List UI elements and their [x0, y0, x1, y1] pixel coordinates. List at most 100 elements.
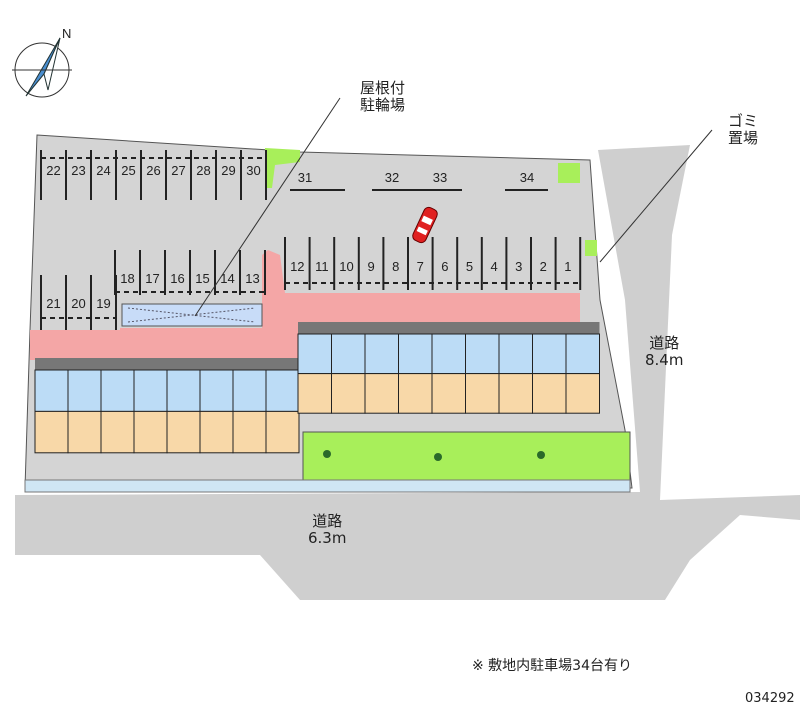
balcony: [233, 358, 266, 370]
tree-icon: [323, 450, 331, 458]
balcony: [167, 358, 200, 370]
bike-parking-leader-line: [194, 97, 341, 317]
unit-upper: [431, 333, 466, 375]
unit-lower: [498, 373, 533, 414]
bike-shelter-markings: [127, 307, 256, 323]
unit-lower: [465, 373, 500, 414]
parking-space-number: 4: [490, 259, 497, 274]
parking-space-number: 26: [146, 163, 160, 178]
balcony: [298, 322, 332, 334]
parking-space-number: 12: [290, 259, 304, 274]
balcony: [266, 358, 299, 370]
unit-upper: [364, 333, 399, 375]
unit-lower: [199, 410, 234, 454]
parking-space-number: 8: [392, 259, 399, 274]
balcony: [101, 358, 134, 370]
balcony: [134, 358, 167, 370]
parking-space-number: 2: [540, 259, 547, 274]
road-right-label: 道路 8.4m: [645, 335, 683, 369]
parking-space-number: 31: [298, 170, 312, 185]
covered-bike-parking-label: 屋根付 駐輪場: [360, 80, 405, 114]
unit-lower: [34, 410, 69, 454]
unit-upper: [297, 333, 332, 375]
unit-lower: [398, 373, 433, 414]
unit-upper: [166, 369, 201, 412]
balcony: [398, 322, 432, 334]
unit-lower: [166, 410, 201, 454]
balcony: [200, 358, 233, 370]
garbage-area-leader-line: [599, 129, 713, 263]
parking-space-number: 29: [221, 163, 235, 178]
unit-upper: [565, 333, 600, 375]
unit-lower: [67, 410, 102, 454]
unit-upper: [34, 369, 69, 412]
road-name: 道路: [649, 334, 680, 352]
balcony: [365, 322, 399, 334]
balcony: [566, 322, 600, 334]
parking-space-number: 7: [417, 259, 424, 274]
parking-space-number: 21: [46, 296, 60, 311]
label-line: 置場: [728, 129, 759, 147]
balcony: [35, 358, 68, 370]
green-area-top: [265, 148, 300, 188]
green-area-right: [585, 240, 597, 256]
unit-upper: [532, 333, 567, 375]
road-name: 道路: [312, 512, 343, 530]
balcony: [465, 322, 499, 334]
label-line: 屋根付: [360, 79, 406, 97]
parking-space-number: 13: [245, 271, 259, 286]
parking-space-number: 19: [96, 296, 110, 311]
unit-lower: [297, 373, 332, 414]
compass-icon: [12, 37, 72, 98]
parking-space-number: 20: [71, 296, 85, 311]
road-width: 8.4m: [645, 351, 684, 369]
parking-space-number: 22: [46, 163, 60, 178]
label-line: ゴミ: [728, 112, 759, 130]
green-strip: [302, 431, 631, 487]
parking-space-number: 24: [96, 163, 110, 178]
road-width: 6.3m: [308, 529, 347, 547]
parking-space-number: 10: [339, 259, 353, 274]
car-icon: [412, 206, 438, 244]
unit-upper: [232, 369, 267, 412]
unit-lower: [532, 373, 567, 414]
property-code: 034292: [745, 691, 795, 706]
unit-upper: [498, 333, 533, 375]
unit-lower: [565, 373, 600, 414]
sidewalk: [24, 479, 631, 493]
parking-space-number: 17: [145, 271, 159, 286]
unit-upper: [398, 333, 433, 375]
parking-space-number: 11: [315, 259, 329, 274]
unit-lower: [431, 373, 466, 414]
unit-lower: [265, 410, 300, 454]
parking-space-number: 18: [120, 271, 134, 286]
tree-icon: [537, 451, 545, 459]
parking-space-number: 1: [564, 259, 571, 274]
tree-icon: [434, 453, 442, 461]
unit-lower: [364, 373, 399, 414]
compass-north-label: N: [62, 26, 71, 41]
unit-upper: [465, 333, 500, 375]
road-bottom-label: 道路 6.3m: [308, 513, 346, 547]
apartment-buildings: [34, 322, 600, 454]
unit-lower: [232, 410, 267, 454]
parking-space-number: 23: [71, 163, 85, 178]
green-area-top-right: [558, 163, 580, 183]
parking-space-number: 28: [196, 163, 210, 178]
balcony: [432, 322, 466, 334]
unit-lower: [133, 410, 168, 454]
unit-upper: [331, 333, 366, 375]
parking-space-number: 33: [433, 170, 447, 185]
drive-aisle: [30, 250, 580, 360]
parking-space-number: 32: [385, 170, 399, 185]
road-right: [15, 145, 800, 600]
balcony: [532, 322, 566, 334]
parking-space-number: 14: [220, 271, 234, 286]
parking-note: ※ 敷地内駐車場34台有り: [472, 658, 632, 674]
parking-space-number: 5: [466, 259, 473, 274]
unit-upper: [67, 369, 102, 412]
balcony: [331, 322, 365, 334]
unit-lower: [331, 373, 366, 414]
parking-space-number: 15: [195, 271, 209, 286]
